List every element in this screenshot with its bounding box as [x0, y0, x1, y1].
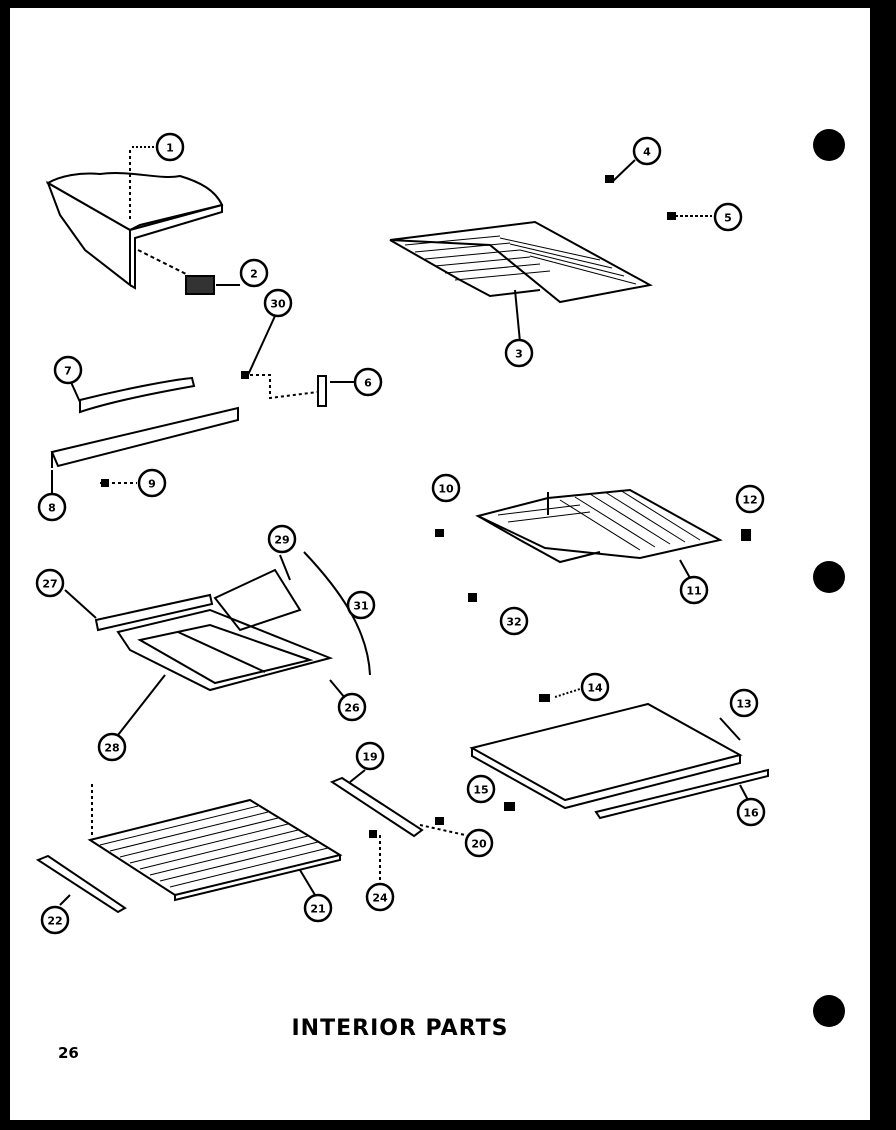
- callout-label: 7: [64, 365, 72, 378]
- wire-shelf-11-drawing: [475, 488, 723, 579]
- callout-circle: [35, 568, 65, 598]
- glass-shelf-13-drawing: [469, 688, 769, 820]
- callout-22: 22: [40, 905, 70, 935]
- callout-28: 28: [97, 732, 127, 762]
- callout-circle: [263, 288, 293, 318]
- callout-label: 8: [48, 502, 56, 515]
- callout-6: 6: [353, 367, 383, 397]
- callout-circle: [346, 590, 376, 620]
- callout-2: 2: [239, 258, 269, 288]
- wire-shelf-3-drawing: [389, 159, 712, 343]
- callout-circle: [466, 774, 496, 804]
- callout-label: 4: [643, 146, 651, 159]
- registration-dot: [813, 129, 845, 161]
- callout-label: 29: [274, 534, 289, 547]
- callout-label: 13: [736, 698, 751, 711]
- callout-circle: [155, 132, 185, 162]
- small-parts: [101, 175, 751, 838]
- callout-32: 32: [499, 606, 529, 636]
- callout-label: 15: [473, 784, 488, 797]
- callout-label: 5: [724, 212, 732, 225]
- callout-9: 9: [137, 468, 167, 498]
- callout-circle: [365, 882, 395, 912]
- callout-circle: [40, 905, 70, 935]
- callout-circle: [679, 575, 709, 605]
- callout-label: 12: [742, 494, 757, 507]
- callout-8: 8: [37, 492, 67, 522]
- shelf-21-drawing: [35, 769, 466, 914]
- callout-circle: [53, 355, 83, 385]
- callout-label: 6: [364, 377, 372, 390]
- callout-label: 19: [362, 751, 377, 764]
- diagram-title: INTERIOR PARTS: [291, 1016, 509, 1041]
- callout-19: 19: [355, 741, 385, 771]
- callout-circle: [736, 797, 766, 827]
- callout-circle: [713, 202, 743, 232]
- shelf-trim-drawing: [50, 315, 354, 494]
- callout-4: 4: [632, 136, 662, 166]
- callout-1: 1: [155, 132, 185, 162]
- callout-circle: [137, 468, 167, 498]
- cabinet-liner-drawing: [46, 146, 240, 295]
- callout-27: 27: [35, 568, 65, 598]
- callout-14: 14: [580, 672, 610, 702]
- callout-label: 24: [372, 892, 388, 905]
- callout-circle: [632, 136, 662, 166]
- callout-29: 29: [267, 524, 297, 554]
- callout-24: 24: [365, 882, 395, 912]
- callout-label: 21: [310, 903, 325, 916]
- callout-21: 21: [303, 893, 333, 923]
- callout-circle: [580, 672, 610, 702]
- callout-circle: [353, 367, 383, 397]
- callout-label: 10: [438, 483, 454, 496]
- callout-3: 3: [504, 338, 534, 368]
- callout-circle: [337, 692, 367, 722]
- callout-20: 20: [464, 828, 494, 858]
- callout-label: 11: [686, 585, 701, 598]
- callout-label: 22: [47, 915, 62, 928]
- callout-label: 32: [506, 616, 521, 629]
- callout-circle: [303, 893, 333, 923]
- callout-label: 28: [104, 742, 119, 755]
- callout-label: 31: [353, 600, 368, 613]
- callout-circle: [729, 688, 759, 718]
- callout-circle: [431, 473, 461, 503]
- callout-circle: [735, 484, 765, 514]
- callout-30: 30: [263, 288, 293, 318]
- callout-label: 20: [471, 838, 487, 851]
- page-number: 26: [58, 1044, 79, 1062]
- callout-label: 30: [270, 298, 286, 311]
- callout-label: 1: [166, 142, 174, 155]
- callout-circle: [355, 741, 385, 771]
- callout-circle: [37, 492, 67, 522]
- registration-dot: [813, 995, 845, 1027]
- callout-label: 3: [515, 348, 523, 361]
- callout-circle: [464, 828, 494, 858]
- callout-circle: [267, 524, 297, 554]
- callout-11: 11: [679, 575, 709, 605]
- callout-5: 5: [713, 202, 743, 232]
- callout-label: 26: [344, 702, 360, 715]
- callout-circle: [504, 338, 534, 368]
- callout-circle: [97, 732, 127, 762]
- callout-circle: [239, 258, 269, 288]
- callout-label: 16: [743, 807, 759, 820]
- callout-15: 15: [466, 774, 496, 804]
- callout-16: 16: [736, 797, 766, 827]
- callout-31: 31: [346, 590, 376, 620]
- callout-26: 26: [337, 692, 367, 722]
- callout-label: 14: [587, 682, 603, 695]
- registration-dot: [813, 561, 845, 593]
- callout-label: 27: [42, 578, 57, 591]
- callout-13: 13: [729, 688, 759, 718]
- callout-10: 10: [431, 473, 461, 503]
- callout-7: 7: [53, 355, 83, 385]
- callout-circle: [499, 606, 529, 636]
- callout-12: 12: [735, 484, 765, 514]
- callout-label: 9: [148, 478, 156, 491]
- callout-label: 2: [250, 268, 258, 281]
